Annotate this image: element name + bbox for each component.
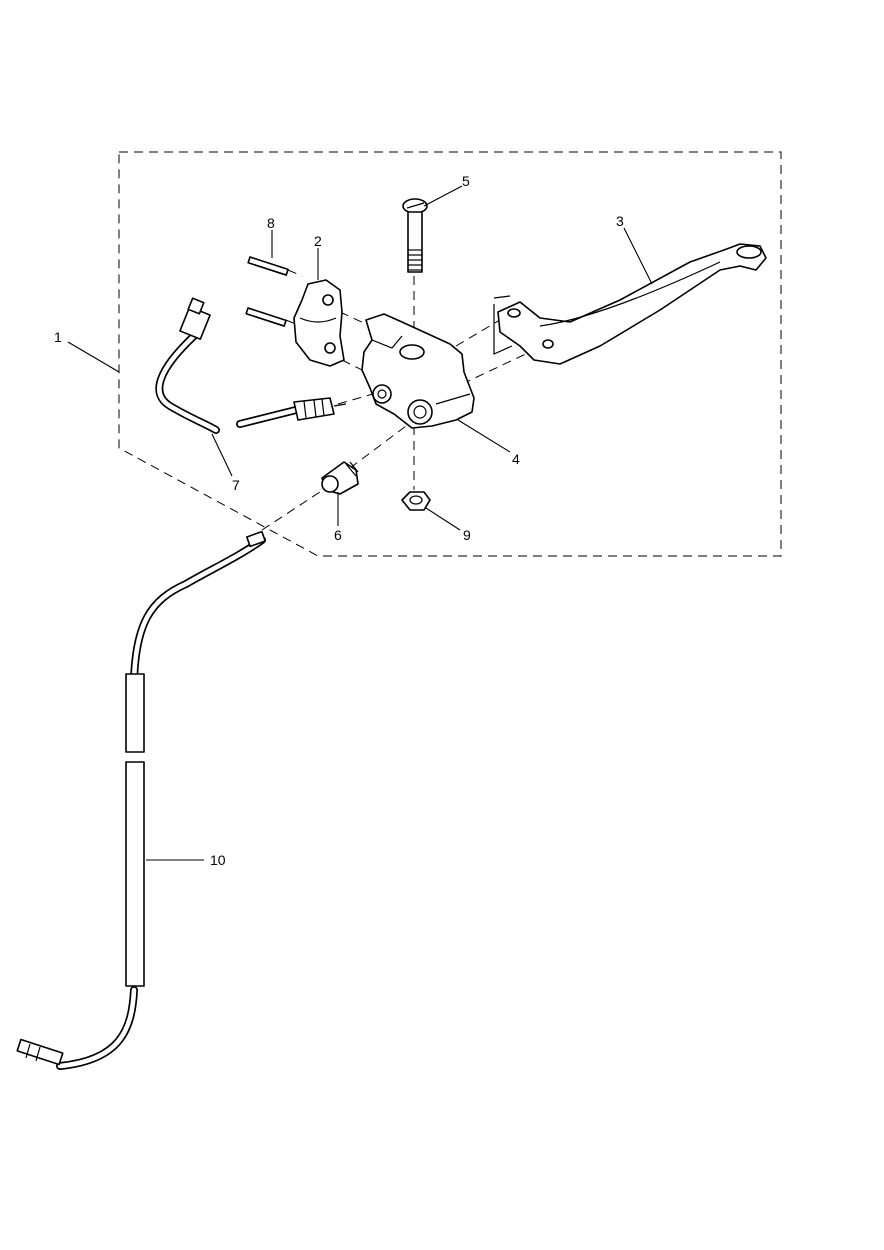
- leader-lines: [67, 185, 653, 861]
- alignment-lines: [261, 269, 531, 531]
- bolt-part-5: [402, 198, 428, 273]
- callout-2: 2: [314, 233, 322, 249]
- nut-part-9: [401, 491, 431, 511]
- clamp-part-2: [293, 279, 345, 367]
- lever-bracket-part-4: [361, 313, 475, 429]
- callout-10: 10: [210, 852, 226, 868]
- lever-part-3: [493, 243, 767, 365]
- callout-9: 9: [463, 527, 471, 543]
- callout-8: 8: [267, 215, 275, 231]
- callout-1: 1: [54, 329, 62, 345]
- cable-part-10: [16, 530, 267, 1070]
- callout-4: 4: [512, 451, 520, 467]
- callout-6: 6: [334, 527, 342, 543]
- callout-5: 5: [462, 173, 470, 189]
- callout-3: 3: [616, 213, 624, 229]
- fitting-part-6: [321, 461, 359, 495]
- switch-part-7: [155, 297, 347, 434]
- callout-7: 7: [232, 477, 240, 493]
- screws-part-8: [245, 256, 289, 327]
- callout-labels: 1 2 3 4 5 6 7 8 9 10: [54, 173, 624, 868]
- assembly-boundary: [118, 151, 782, 557]
